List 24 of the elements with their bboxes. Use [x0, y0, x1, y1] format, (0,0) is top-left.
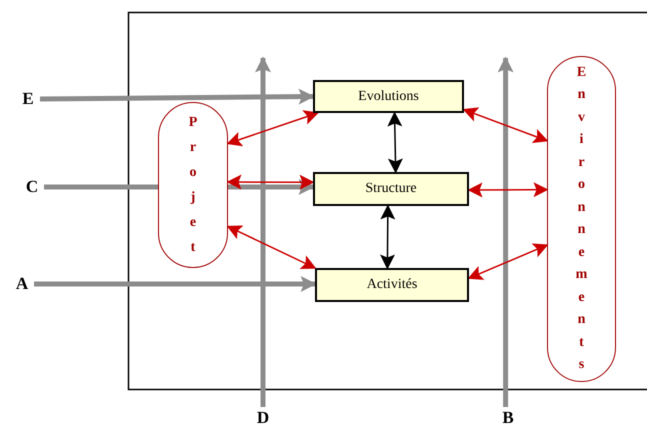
- arrow: [387, 112, 403, 174]
- point-label: C: [20, 176, 44, 198]
- arrow: [228, 178, 315, 195]
- point-label: D: [251, 407, 275, 428]
- arrow: [226, 174, 314, 190]
- arrow: [468, 243, 548, 280]
- arrow: [226, 110, 319, 146]
- vertical-label: Projet: [188, 114, 198, 257]
- arrow: [40, 88, 315, 105]
- arrow: [462, 107, 548, 144]
- vertical-label: Environnements: [574, 64, 588, 374]
- process-box: Activités: [315, 268, 469, 302]
- process-box: Evolutions: [313, 80, 464, 113]
- point-label: A: [10, 273, 34, 295]
- arrow: [380, 204, 396, 270]
- arrow: [34, 276, 317, 292]
- arrow: [226, 226, 316, 269]
- arrow: [498, 56, 514, 407]
- point-label: B: [496, 407, 520, 428]
- point-label: E: [16, 88, 40, 110]
- arrow: [255, 56, 271, 407]
- rounded-pill: [158, 102, 228, 268]
- process-box: Structure: [313, 172, 469, 206]
- arrow: [468, 182, 548, 198]
